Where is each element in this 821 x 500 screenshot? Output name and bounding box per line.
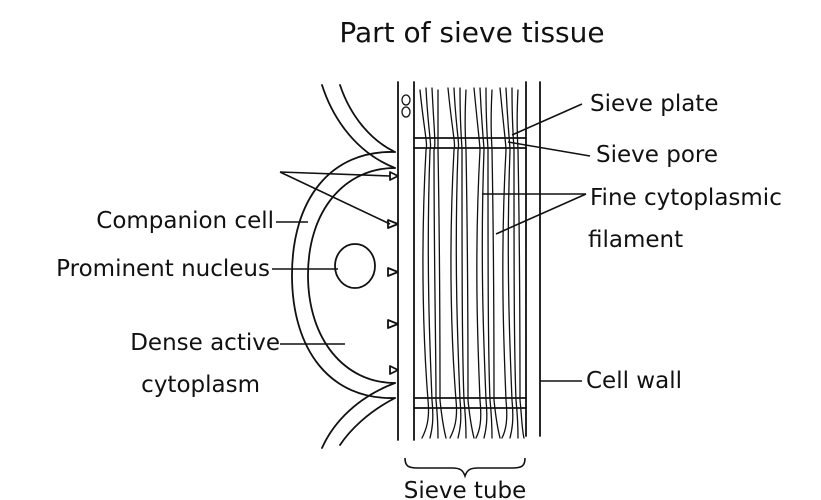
- label-prominent-nucleus: Prominent nucleus: [56, 256, 270, 282]
- label-sieve-tube: Sieve tube: [404, 478, 527, 500]
- sieve-tube-brace: [405, 458, 525, 476]
- label-fine-filament-2: filament: [588, 227, 683, 253]
- cytoplasmic-filaments: [420, 88, 524, 438]
- label-fine-filament-1: Fine cytoplasmic: [590, 185, 782, 211]
- label-dense-cytoplasm-2: cytoplasm: [141, 372, 260, 398]
- label-companion-cell: Companion cell: [96, 208, 274, 234]
- label-sieve-plate: Sieve plate: [590, 91, 718, 117]
- label-sieve-pore: Sieve pore: [596, 142, 718, 168]
- plasmodesmata: [388, 172, 398, 374]
- sieve-tube: [398, 82, 540, 440]
- label-cell-wall: Cell wall: [586, 368, 682, 394]
- companion-cell: [292, 85, 395, 448]
- nucleus: [335, 244, 375, 288]
- diagram-title: Part of sieve tissue: [339, 16, 604, 49]
- label-dense-cytoplasm-1: Dense active: [130, 330, 280, 356]
